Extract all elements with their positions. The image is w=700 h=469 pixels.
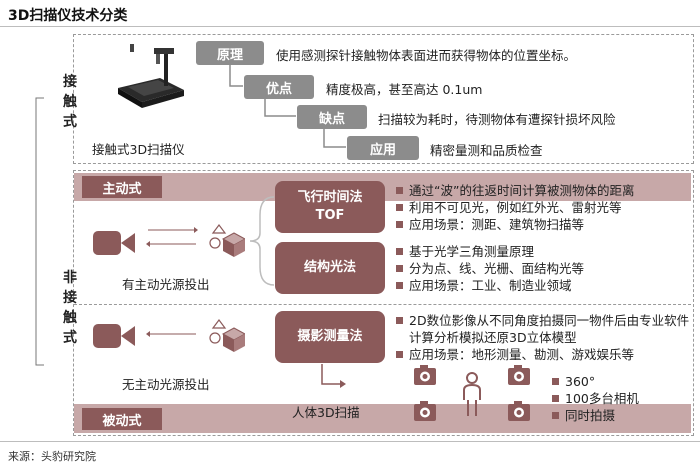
noncontact-section-box [73, 170, 694, 436]
down-arrow-connector [321, 364, 346, 388]
principle-text: 使用感测探针接触物体表面进而获得物体的位置坐标。 [276, 48, 577, 63]
source-note: 来源：头豹研究院 [8, 450, 96, 463]
passive-band-bottom [74, 404, 691, 433]
active-caption: 有主动光源投出 [122, 277, 210, 292]
advantage-text: 精度极高，甚至高达 0.1um [326, 82, 483, 97]
list-item: 应用场景：工业、制造业领域 [396, 277, 692, 294]
list-item: 2D数位影像从不同角度拍摄同一物件后由专业软件计算分析模拟还原3D立体模型 [396, 312, 692, 346]
tof-name: 飞行时间法 [297, 190, 363, 205]
photogrammetry-bullets: 2D数位影像从不同角度拍摄同一物件后由专业软件计算分析模拟还原3D立体模型 应用… [396, 312, 692, 363]
list-item: 应用场景：地形测量、勘测、游戏娱乐等 [396, 346, 692, 363]
cube-icon [209, 224, 245, 257]
video-camera-icon [93, 231, 135, 255]
structured-light-method: 结构光法 [275, 242, 385, 294]
passive-label: 被动式 [82, 408, 162, 430]
contact-section-box [73, 34, 694, 164]
camera-array-icon [414, 365, 530, 421]
active-label: 主动式 [82, 176, 162, 198]
contact-device-caption: 接触式3D扫描仪 [92, 142, 185, 157]
application-tag: 应用 [347, 136, 419, 160]
camera-sub-bullets: 360° 100多台相机 同时拍摄 [552, 373, 682, 424]
video-camera-icon [93, 324, 135, 348]
list-item: 利用不可见光，例如红外光、雷射光等 [396, 199, 692, 216]
application-text: 精密量测和品质检查 [430, 143, 543, 158]
passive-caption: 无主动光源投出 [122, 377, 210, 392]
cube-icon [209, 319, 245, 352]
list-item: 分为点、线、光栅、面结构光等 [396, 260, 692, 277]
photogrammetry-caption: 人体3D扫描 [292, 405, 360, 420]
disadvantage-tag: 缺点 [297, 105, 367, 129]
list-item: 100多台相机 [552, 390, 682, 407]
footer-divider [0, 441, 700, 442]
title-divider [0, 26, 700, 27]
left-bracket [35, 97, 44, 366]
page-title: 3D扫描仪技术分类 [8, 8, 128, 24]
advantage-tag: 优点 [244, 75, 314, 99]
photogrammetry-name: 摄影测量法 [297, 329, 363, 344]
disadvantage-text: 扫描较为耗时，待测物体有遭探针损坏风险 [378, 112, 616, 127]
light-arrow-icon [146, 331, 196, 337]
structured-light-bullets: 基于光学三角测量原理 分为点、线、光栅、面结构光等 应用场景：工业、制造业领域 [396, 243, 692, 294]
contact-label: 接触式 [63, 74, 77, 130]
active-brace [249, 196, 275, 286]
list-item: 同时拍摄 [552, 407, 682, 424]
active-passive-divider [74, 304, 691, 305]
light-arrows-icon [146, 227, 198, 247]
contact-scanner-icon [118, 44, 184, 108]
list-item: 通过“波”的往返时间计算被测物体的距离 [396, 182, 692, 199]
person-icon [463, 372, 481, 416]
photogrammetry-method: 摄影测量法 [275, 311, 385, 363]
structured-light-name: 结构光法 [303, 260, 356, 275]
noncontact-label: 非接触式 [63, 270, 77, 346]
tof-bullets: 通过“波”的往返时间计算被测物体的距离 利用不可见光，例如红外光、雷射光等 应用… [396, 182, 692, 233]
list-item: 基于光学三角测量原理 [396, 243, 692, 260]
principle-tag: 原理 [196, 41, 264, 65]
tof-abbr: TOF [315, 208, 345, 223]
list-item: 应用场景：测距、建筑物扫描等 [396, 216, 692, 233]
list-item: 360° [552, 373, 682, 390]
tof-method: 飞行时间法 TOF [275, 181, 385, 233]
